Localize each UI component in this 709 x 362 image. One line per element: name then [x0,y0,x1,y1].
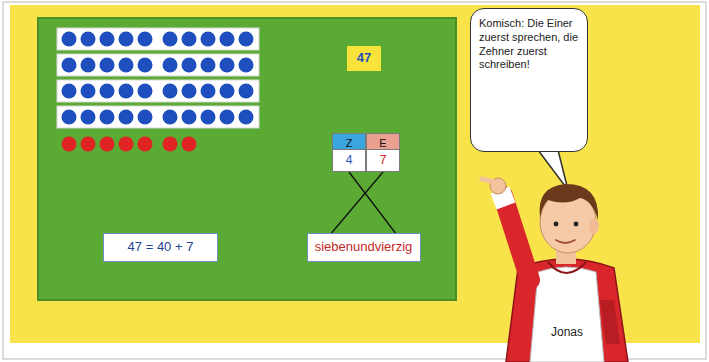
ten-dot-row [57,54,259,76]
boy-figure [482,178,628,362]
number-card: 47 [347,46,381,71]
digit-cell: 7 [366,149,400,172]
node-text: 7 [380,153,387,168]
connector-line [332,172,383,233]
speech-bubble: Komisch: Die Einer zuerst sprechen, die … [470,8,588,152]
shirt-name: Jonas [551,325,583,339]
node-text: 4 [346,153,353,168]
connector-line [349,172,395,233]
node-text: siebenundvierzig [315,239,413,255]
ten-dot-row [57,106,259,128]
node-text: Komisch: Die Einer zuerst sprechen, die … [479,17,579,72]
number-word-box: siebenundvierzig [307,233,421,262]
ten-dot-row [57,28,259,50]
equation-box: 47 = 40 + 7 [103,233,218,262]
digit-cell: 4 [332,149,366,172]
chalkboard [38,18,456,300]
ten-dot-row [57,80,259,102]
node-text: 47 = 40 + 7 [128,239,194,255]
unit-dots [62,137,197,152]
node-text: 47 [357,50,371,66]
bubble-tail [538,150,568,190]
